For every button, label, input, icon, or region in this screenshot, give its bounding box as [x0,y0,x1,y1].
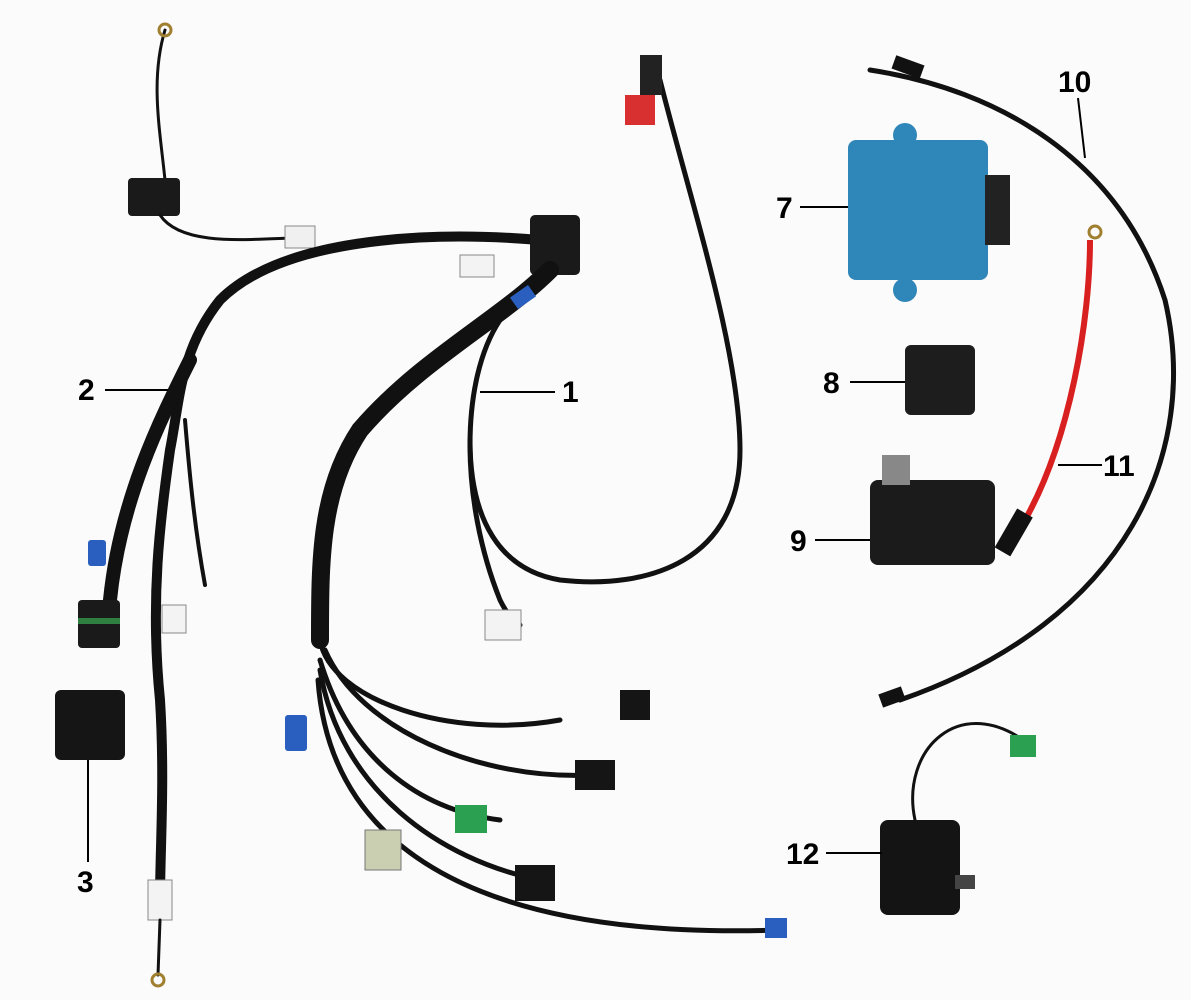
callout-label: 9 [790,525,807,558]
battery-negative-cable [867,55,1177,708]
capacitor [880,722,1036,915]
battery-positive-cable [994,224,1103,557]
callout-3: 3 [77,760,94,899]
callout-10: 10 [1058,66,1091,159]
callout-12: 12 [786,838,882,871]
callout-9: 9 [790,525,870,558]
starter-relay [905,345,975,415]
callout-label: 1 [562,376,579,409]
fuse-holder [128,178,180,216]
callout-2: 2 [78,374,168,407]
callout-label: 11 [1103,450,1135,483]
callout-label: 12 [786,838,819,871]
callout-label: 3 [77,866,94,899]
callout-label: 2 [78,374,95,407]
main-harness [285,55,787,938]
callout-1: 1 [480,376,579,409]
callout-11: 11 [1058,450,1135,483]
callout-label: 10 [1058,66,1091,99]
callout-label: 8 [823,367,840,400]
callout-8: 8 [823,367,905,400]
regulator [870,455,995,565]
ecu [848,123,1010,302]
callout-7: 7 [776,192,848,225]
connector-cap [55,690,125,760]
auxiliary-harness [78,22,545,988]
callout-label: 7 [776,192,793,225]
